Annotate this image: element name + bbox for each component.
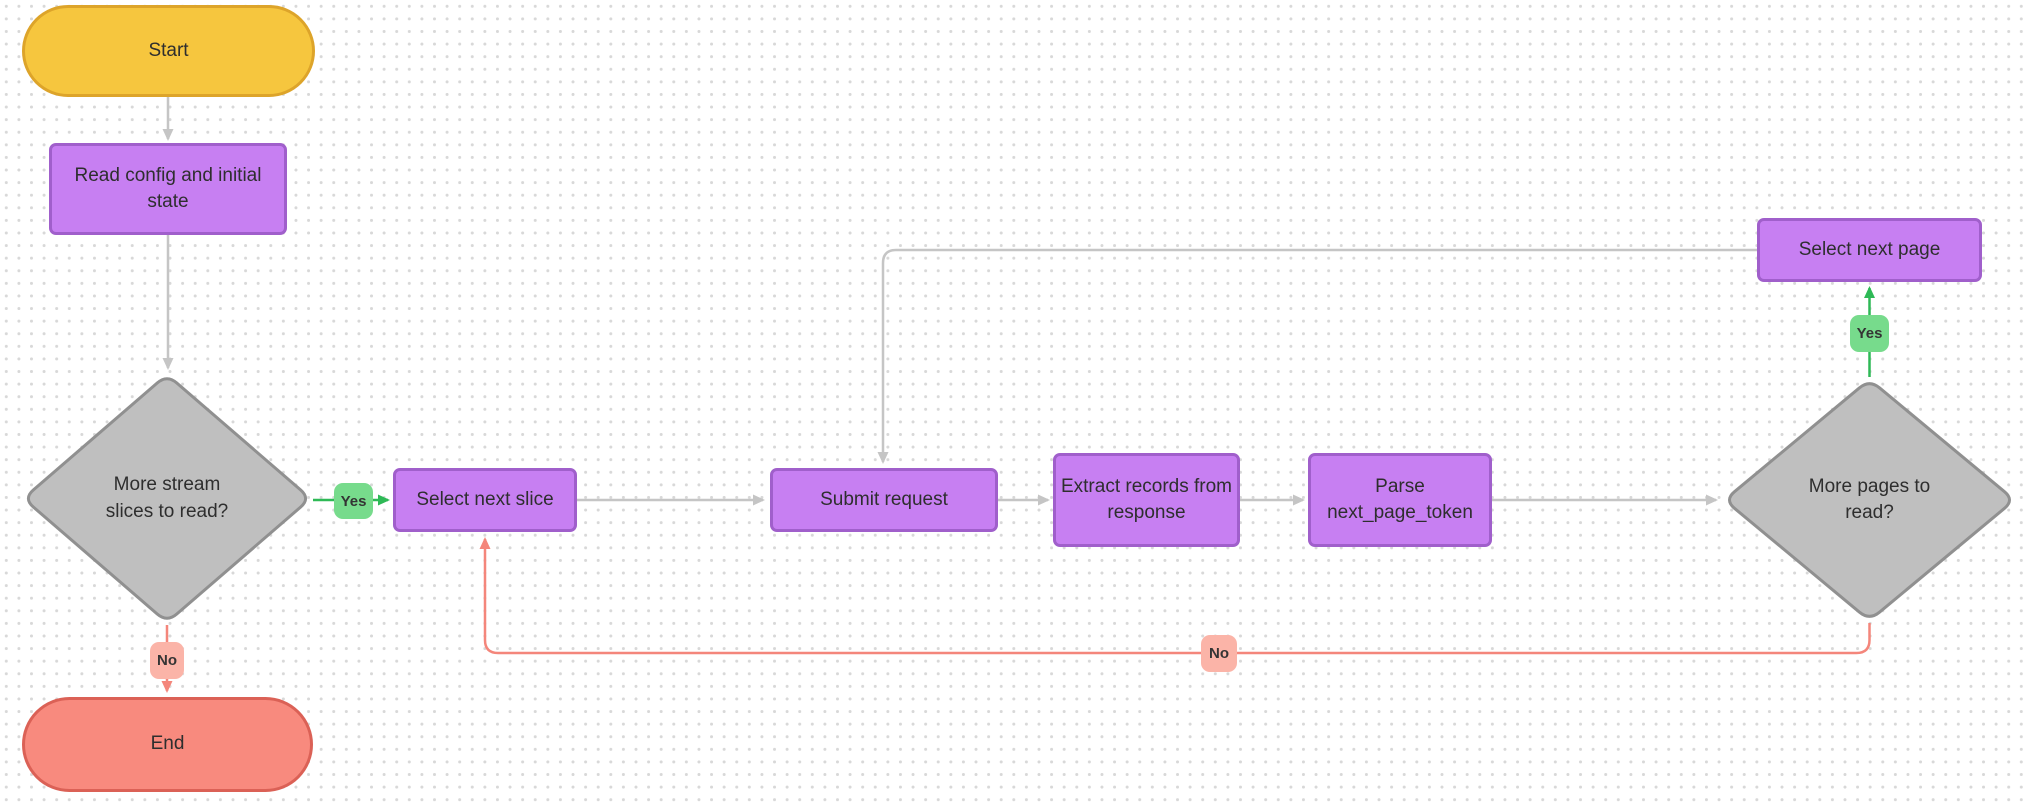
node-extract-records-label: Extract records from response (1060, 475, 1233, 523)
node-read-config-label: Read config and initial state (74, 164, 262, 212)
node-parse-token-label: Parse next_page_token (1327, 475, 1473, 523)
edge-label-pages-no[interactable]: No (1201, 635, 1237, 672)
node-more-slices-decision[interactable]: More stream slices to read? (21, 372, 313, 625)
node-end[interactable]: End (22, 697, 313, 792)
edge-label-slices-no[interactable]: No (150, 642, 184, 679)
node-start-label: Start (148, 39, 189, 61)
node-more-pages-decision[interactable]: More pages to read? (1722, 377, 2017, 623)
diamond-shape (26, 377, 308, 620)
edge-label-slices-no-text: No (157, 652, 177, 669)
node-select-next-page-label: Select next page (1798, 238, 1941, 260)
node-parse-token[interactable]: Parse next_page_token (1308, 453, 1492, 547)
node-extract-records[interactable]: Extract records from response (1053, 453, 1240, 547)
node-end-label: End (150, 733, 185, 755)
node-read-config[interactable]: Read config and initial state (49, 143, 287, 235)
node-more-slices-label: More stream slices to read? (105, 474, 229, 522)
node-submit-request-label: Submit request (820, 488, 948, 510)
node-select-next-slice[interactable]: Select next slice (393, 468, 577, 532)
edge-label-pages-yes[interactable]: Yes (1850, 315, 1889, 352)
edge-label-pages-no-text: No (1209, 645, 1229, 662)
diamond-shape (1728, 382, 2011, 618)
edge-more-pages-no-to-select-next-slice (479, 537, 1871, 655)
edge-select-next-page-to-submit-request (877, 248, 1757, 464)
node-more-pages-label: More pages to read? (1808, 475, 1931, 523)
node-select-next-slice-label: Select next slice (416, 488, 554, 510)
node-select-next-page[interactable]: Select next page (1757, 218, 1982, 282)
edge-label-slices-yes-text: Yes (340, 492, 367, 510)
edge-label-slices-yes[interactable]: Yes (334, 483, 373, 519)
edge-label-pages-yes-text: Yes (1856, 325, 1883, 342)
node-start[interactable]: Start (22, 5, 315, 97)
node-submit-request[interactable]: Submit request (770, 468, 998, 532)
